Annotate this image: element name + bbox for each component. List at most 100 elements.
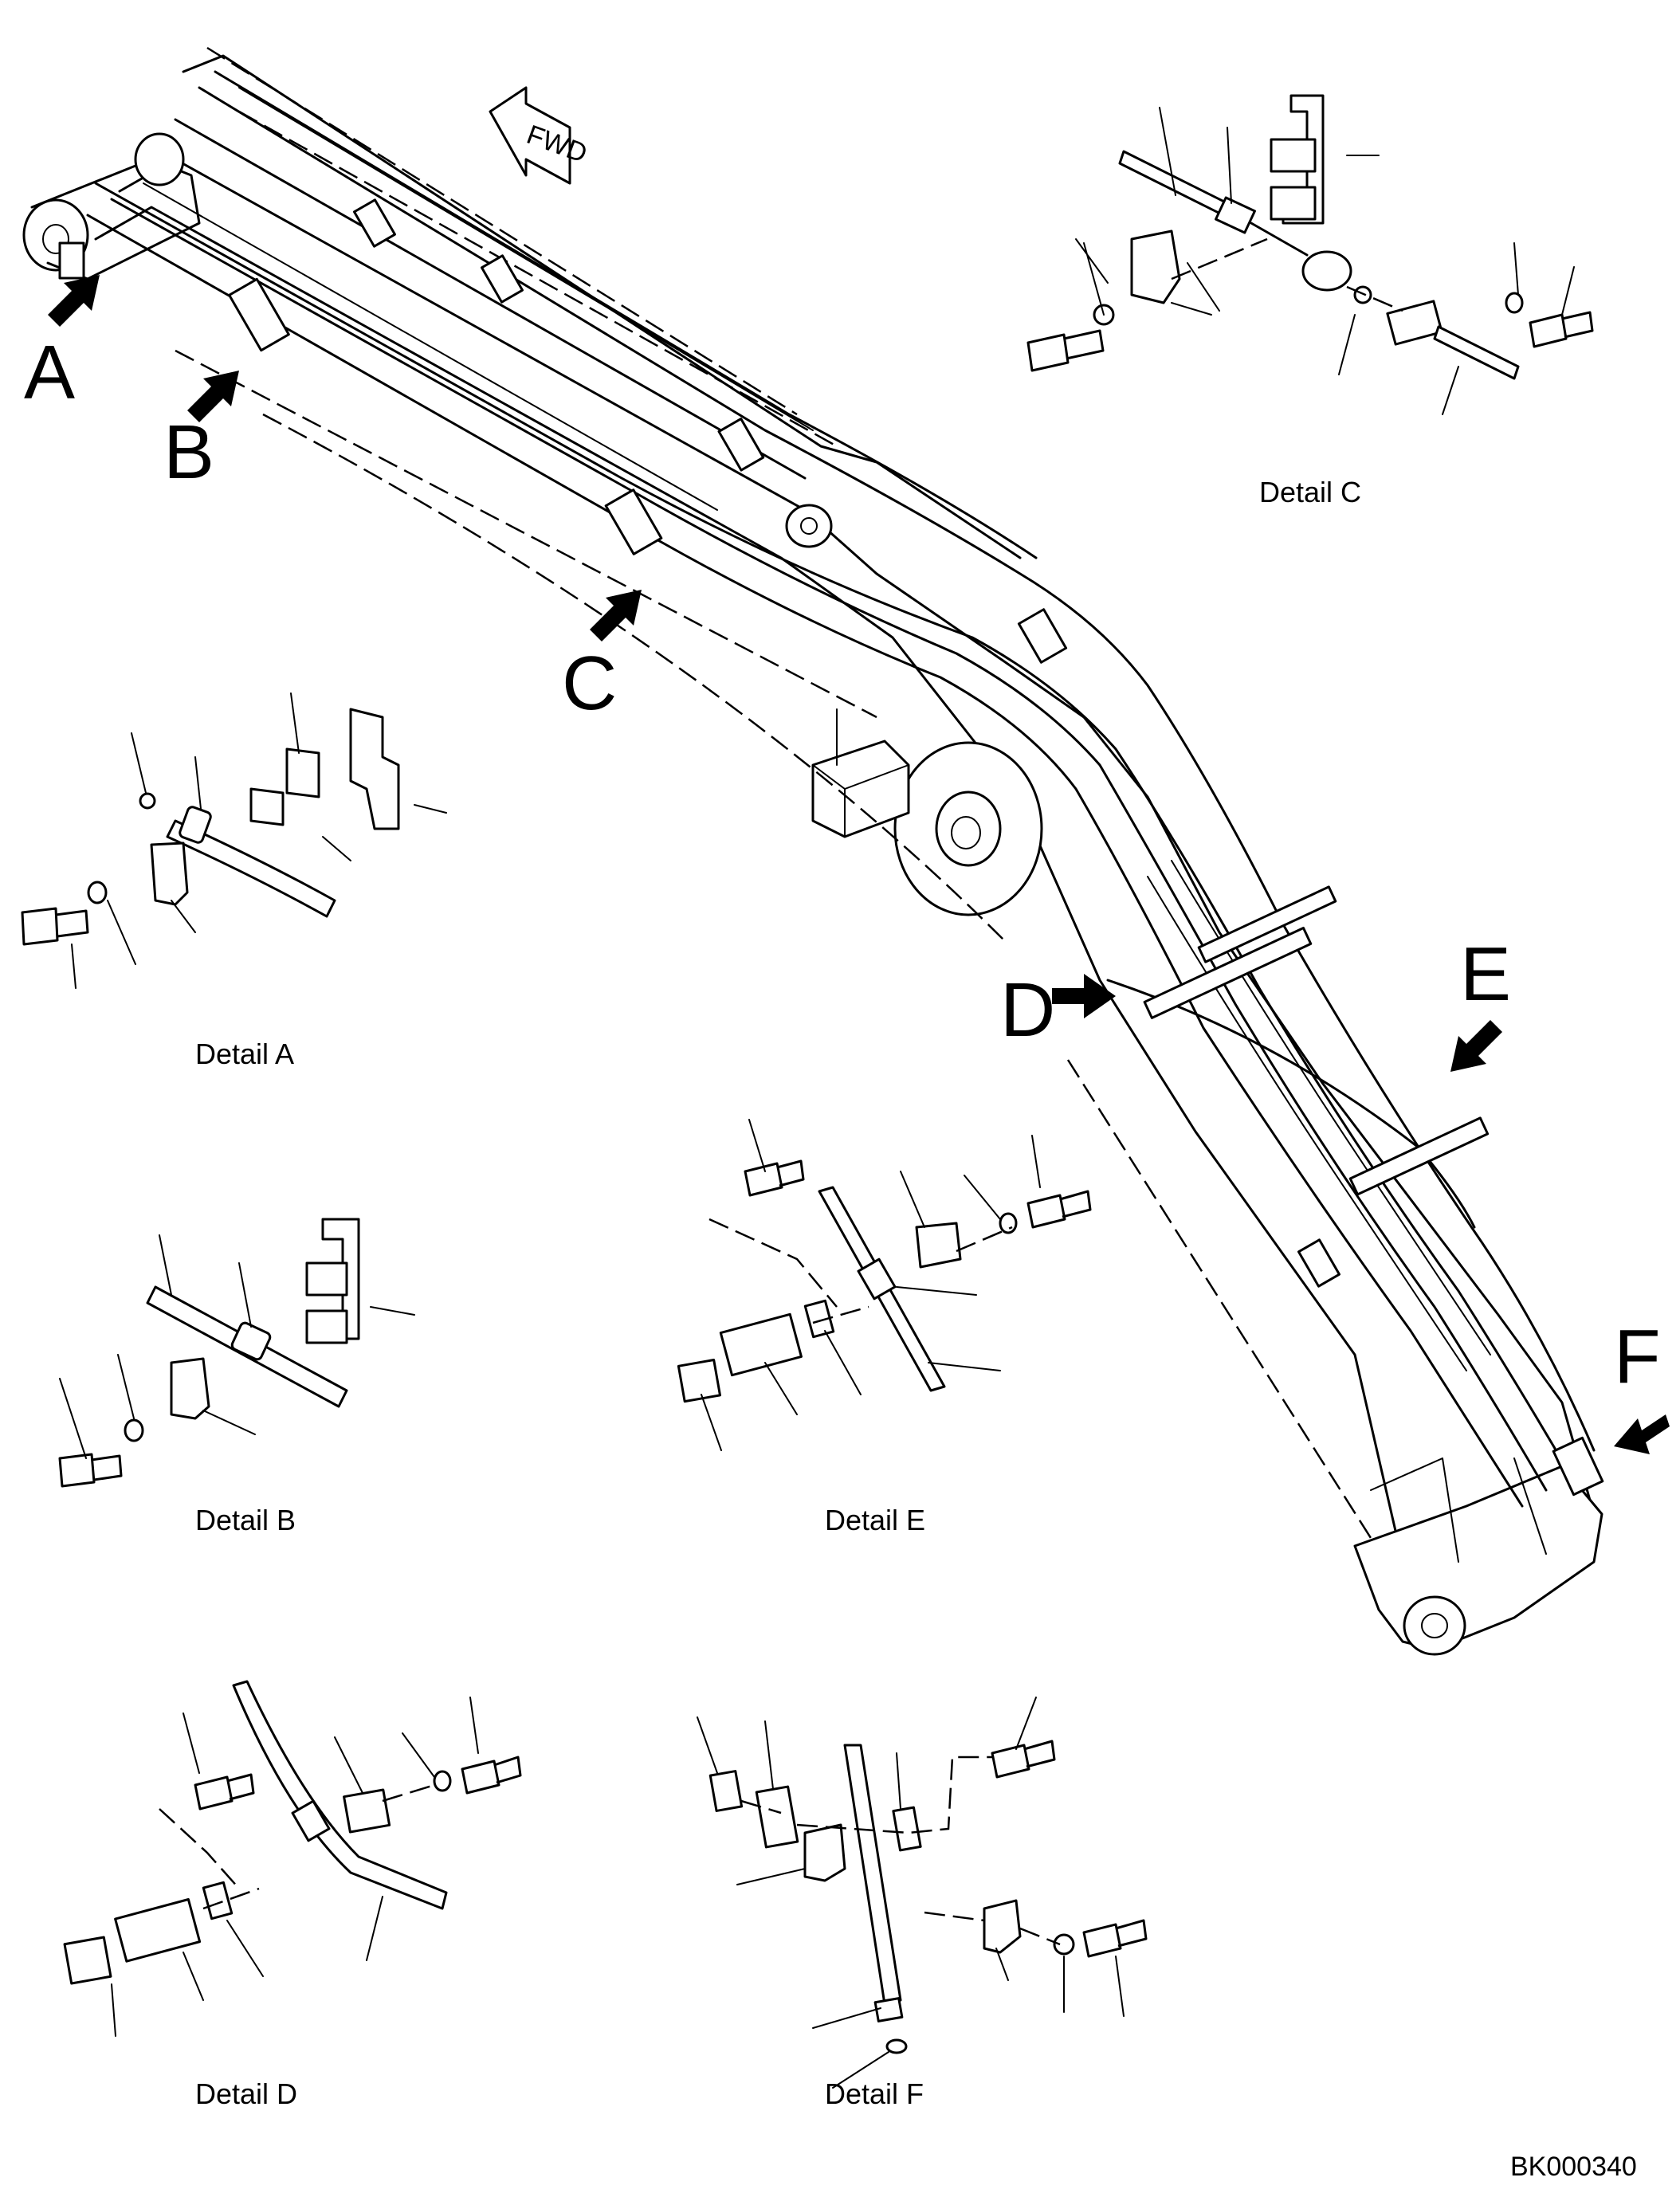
view-arrow-b-icon [187, 371, 239, 422]
detail-e-clamp-left-1 [677, 1359, 721, 1403]
detail-a-hose [166, 819, 336, 918]
detail-a-leaders [71, 692, 447, 989]
detail-a-plate [150, 842, 189, 906]
clamp-b-main [228, 277, 290, 352]
boom-assembly [22, 54, 1603, 1656]
detail-d-bolt-right [461, 1756, 522, 1795]
hose-line-5 [214, 70, 1038, 559]
detail-a-sleeve [179, 806, 212, 844]
detail-c-axis [1171, 237, 1403, 312]
boom-foot-rear-boss [134, 132, 185, 186]
view-letter-f: F [1614, 1314, 1661, 1399]
detail-d-axis [159, 1783, 435, 1910]
view-letter-d: D [1000, 967, 1055, 1053]
detail-c-caption: Detail C [1259, 476, 1361, 508]
view-arrow-a-icon [48, 275, 100, 327]
hidden-hose-rear [206, 46, 798, 416]
detail-b-bolt [58, 1453, 123, 1488]
detail-b-plate [170, 1357, 210, 1420]
detail-e-axis [709, 1218, 1013, 1324]
detail-c-bolt-2 [1529, 311, 1594, 348]
hidden-arm-arc [262, 413, 1005, 941]
detail-e-clamp-left-2 [719, 1312, 803, 1377]
arm-tip-pin-hole [1421, 1613, 1448, 1638]
detail-b: Detail B [58, 1218, 415, 1536]
detail-c: Detail C [1026, 94, 1594, 508]
detail-d-sleeve [291, 1799, 331, 1842]
detail-d-washer [433, 1770, 452, 1792]
clamp-c-main [604, 488, 663, 555]
arm-tip [1353, 1465, 1603, 1651]
detail-e-sleeve [857, 1257, 897, 1301]
clamp-d-band-2 [1197, 885, 1337, 963]
detail-d-leaders [111, 1697, 479, 2037]
detail-f-washer [1053, 1933, 1075, 1956]
detail-f-oring [885, 2038, 908, 2054]
view-arrow-e-icon [1450, 1020, 1502, 1072]
detail-d-caption: Detail D [195, 2077, 297, 2110]
detail-d-clamp-right [343, 1788, 391, 1834]
clamp-f-block [1552, 1436, 1604, 1497]
detail-b-clamp-bottom [305, 1309, 348, 1344]
clamp-a-main [58, 241, 85, 280]
detail-d-clamp-left-1 [63, 1936, 112, 1985]
detail-f-bolt-lower [1082, 1919, 1148, 1958]
boom-clamps [58, 198, 1604, 1497]
clamp-front-cylinder [1297, 1238, 1340, 1288]
detail-c-hose-upper [1118, 150, 1237, 221]
detail-c-oring [1353, 285, 1372, 304]
hose-line-6 [1106, 979, 1476, 1229]
detail-c-washer-2 [1505, 292, 1524, 314]
boom-upper-edge [118, 158, 1596, 1563]
detail-f-plate [803, 1823, 846, 1882]
detail-d: Detail D [63, 1680, 522, 2110]
detail-a-clamp-1 [285, 747, 320, 798]
view-indicators: A B C D E F [24, 275, 1670, 1454]
detail-f-clamp-2 [755, 1785, 799, 1849]
fwd-direction-marker: FWD [489, 86, 591, 185]
detail-c-hose-lower [1433, 325, 1520, 380]
detail-e-bolt-right [1026, 1190, 1092, 1229]
detail-c-clamp-half [1386, 300, 1443, 346]
detail-e-washer [999, 1212, 1018, 1234]
drawing-number: BK000340 [1510, 2152, 1637, 2182]
detail-c-bolt [1026, 329, 1105, 372]
fwd-arrow-icon [489, 86, 571, 185]
detail-c-hose-sleeve [1215, 196, 1256, 234]
clamp-mid-upper [717, 418, 765, 472]
hidden-boom-underside [175, 349, 877, 719]
hose-line-7 [143, 182, 718, 511]
hose-line-3 [86, 214, 1524, 1508]
hose-line-4 [198, 86, 1596, 1452]
detail-f-fitting [873, 1997, 904, 2022]
arm-tip-plate-line [1370, 1457, 1547, 1563]
detail-c-plate [1130, 230, 1181, 304]
clamp-d-band [1143, 926, 1313, 1019]
detail-c-flange [1301, 250, 1352, 292]
boom-lower-edge [94, 206, 1412, 1627]
view-letter-a: A [24, 330, 75, 415]
clamp-rear-2 [481, 254, 524, 304]
detail-f-clamp-1 [709, 1770, 744, 1812]
detail-a: Detail A [21, 692, 447, 1070]
detail-e: Detail E [677, 1119, 1092, 1536]
detail-b-leaders [59, 1234, 415, 1459]
detail-e-leaders [701, 1119, 1041, 1451]
detail-a-clamp-2 [249, 787, 285, 826]
detail-a-oring [139, 792, 156, 810]
detail-f-leaders [697, 1697, 1125, 2089]
hose-bundles [86, 70, 1596, 1508]
detail-c-hose-rod [1250, 222, 1309, 257]
view-arrow-c-icon [590, 590, 642, 641]
detail-f: Detail F [697, 1697, 1148, 2110]
detail-d-clamp-left-2 [114, 1897, 202, 1963]
detail-f-hose [843, 1744, 902, 2006]
detail-e-caption: Detail E [825, 1504, 925, 1536]
detail-b-sleeve [230, 1321, 272, 1361]
detail-a-caption: Detail A [195, 1038, 294, 1070]
detail-b-washer [124, 1418, 144, 1442]
view-letter-e: E [1460, 932, 1511, 1017]
junction-box-edge [812, 764, 909, 838]
clamp-rear-1 [353, 198, 396, 248]
